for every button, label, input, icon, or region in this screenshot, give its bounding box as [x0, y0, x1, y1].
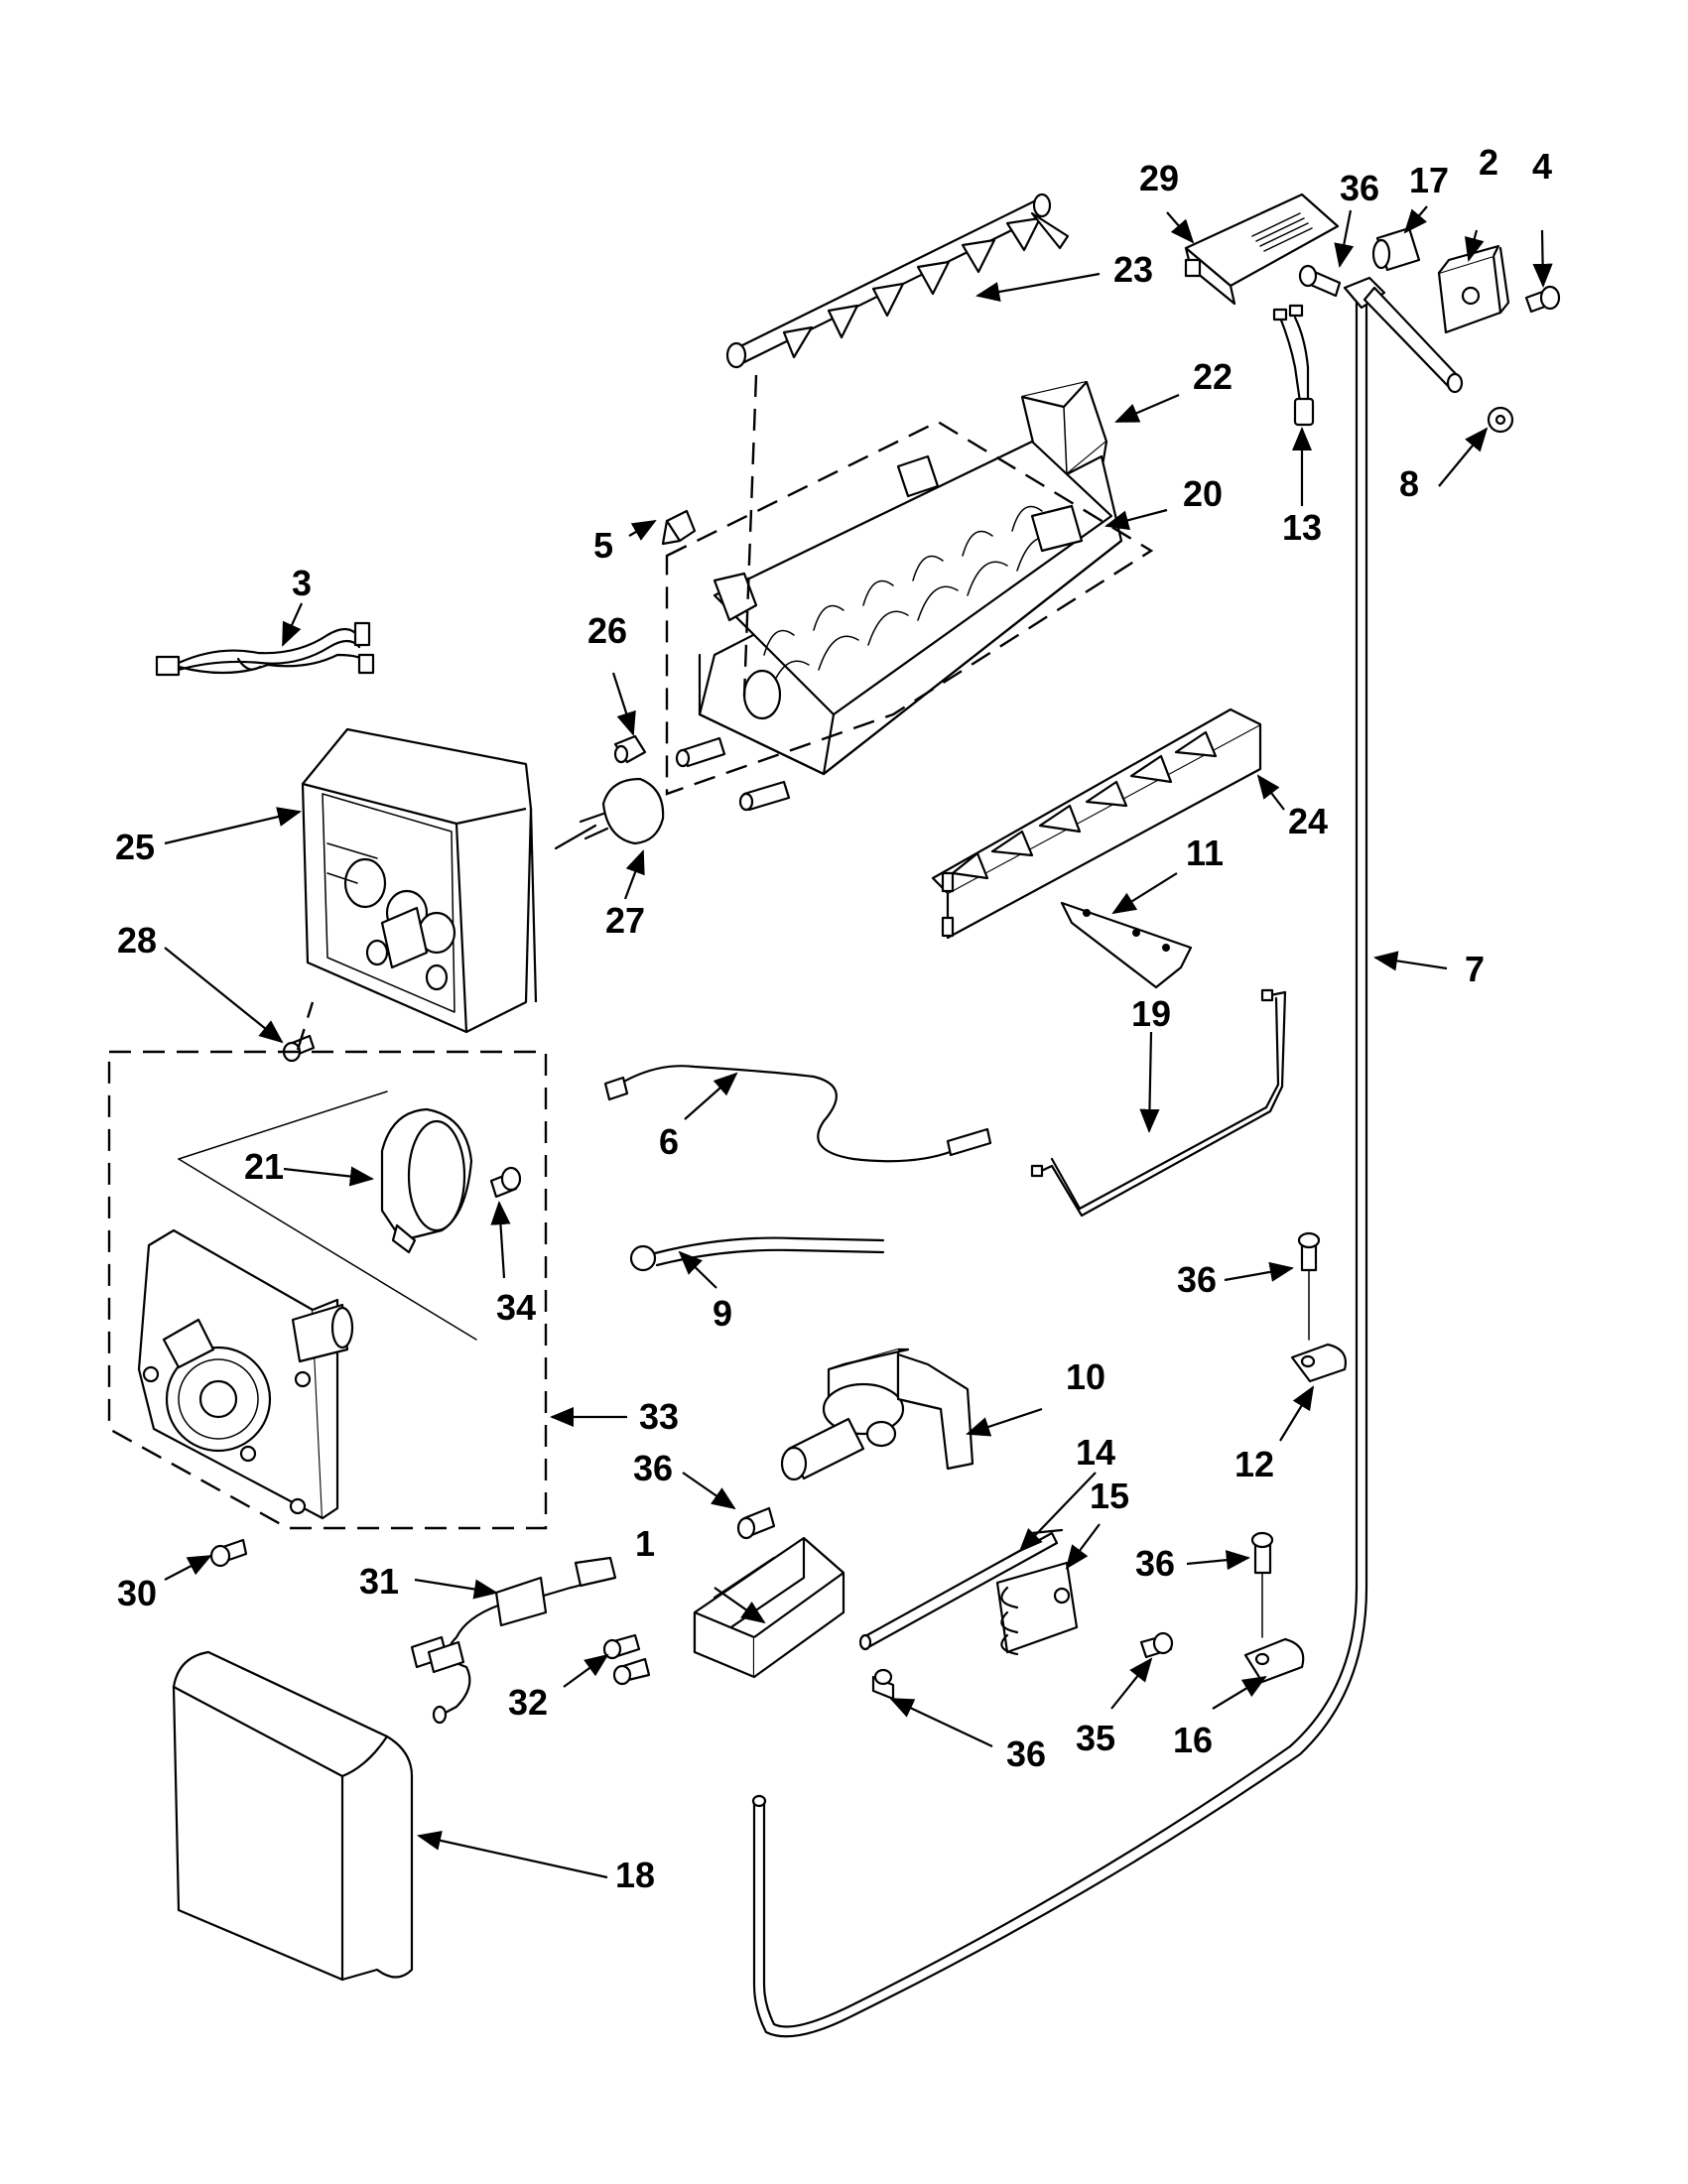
- screw-part-36-clamp-lower: [1250, 1531, 1274, 1638]
- callout-36-bracket: 36: [633, 1448, 673, 1488]
- screw-part-36-bracket: [736, 1506, 776, 1540]
- wire-harness-part-31: [410, 1556, 617, 1725]
- cover-part-18: [172, 1650, 414, 1982]
- callout-28: 28: [117, 920, 157, 961]
- callout-4: 4: [1532, 146, 1552, 187]
- callout-23: 23: [1113, 249, 1153, 290]
- callout-14: 14: [1076, 1432, 1115, 1473]
- callout-leaders: [164, 205, 1553, 1879]
- callout-36-clamp-upper: 36: [1177, 1259, 1217, 1300]
- callout-24: 24: [1288, 801, 1328, 841]
- callout-11: 11: [1186, 833, 1224, 873]
- clip-part-5: [661, 509, 697, 546]
- screw-part-34: [489, 1166, 522, 1199]
- callout-10: 10: [1066, 1356, 1105, 1397]
- water-tube-part-7: [751, 301, 1368, 2038]
- callout-5: 5: [593, 525, 613, 566]
- callout-9: 9: [713, 1293, 732, 1334]
- callout-2: 2: [1479, 142, 1498, 183]
- callout-16: 16: [1173, 1720, 1213, 1760]
- strip-part-14: [858, 1528, 1064, 1651]
- assembly-guide-lines: [107, 374, 1154, 1530]
- callout-35: 35: [1076, 1718, 1115, 1758]
- callout-12: 12: [1234, 1444, 1274, 1484]
- screw-part-36-strip: [871, 1668, 895, 1701]
- thermostat-part-27: [554, 777, 665, 850]
- callout-32: 32: [508, 1682, 548, 1723]
- screws-part-32: [602, 1633, 651, 1686]
- fitting-part-36-top: [1298, 264, 1464, 394]
- callout-27: 27: [605, 900, 645, 941]
- callout-30: 30: [117, 1573, 157, 1613]
- fill-tube-part-9: [629, 1236, 885, 1272]
- callout-36-clamp-lower: 36: [1135, 1543, 1175, 1584]
- bracket-part-15: [995, 1561, 1079, 1656]
- ejector-part-23: [725, 193, 1070, 369]
- callout-29: 29: [1139, 158, 1179, 198]
- motor-part-21: [380, 1107, 473, 1254]
- callout-18: 18: [615, 1855, 655, 1895]
- callout-20: 20: [1183, 473, 1223, 514]
- screw-part-4: [1524, 285, 1561, 314]
- cover-plate-part-29: [1184, 193, 1340, 306]
- callout-1: 1: [635, 1523, 655, 1564]
- callout-33: 33: [639, 1396, 679, 1437]
- grommet-part-17: [1371, 226, 1421, 272]
- gear-module-part-33: [137, 1228, 354, 1520]
- ice-mold-part-20: [675, 440, 1123, 812]
- washer-part-8: [1487, 406, 1514, 434]
- callout-36-strip: 36: [1006, 1734, 1046, 1774]
- callout-15: 15: [1090, 1476, 1129, 1516]
- water-valve-part-10: [780, 1348, 974, 1481]
- callout-6: 6: [659, 1121, 679, 1162]
- heater-part-6: [603, 1065, 992, 1163]
- callout-3: 3: [292, 563, 312, 603]
- screw-part-36-clamp-upper: [1297, 1231, 1321, 1341]
- callout-34: 34: [496, 1287, 536, 1328]
- screw-part-35: [1139, 1631, 1174, 1659]
- callout-26: 26: [587, 610, 627, 651]
- control-housing-part-25: [301, 727, 538, 1034]
- callout-8: 8: [1399, 463, 1419, 504]
- clamp-part-16: [1243, 1637, 1305, 1684]
- callout-13: 13: [1282, 507, 1322, 548]
- callout-numbers: 1 2 3 4 5 6 7 8 9 10 11 12 13 14 15 16 1…: [115, 142, 1552, 1895]
- clamp-block-part-2: [1437, 244, 1510, 334]
- clip-part-26: [613, 734, 647, 764]
- callout-22: 22: [1193, 356, 1233, 397]
- sensor-part-13: [1272, 304, 1315, 427]
- callout-31: 31: [359, 1561, 399, 1602]
- screw-part-30: [209, 1538, 248, 1568]
- bracket-part-11: [1060, 901, 1193, 989]
- clamp-part-12: [1290, 1343, 1347, 1383]
- stripper-part-24: [931, 707, 1262, 940]
- callout-25: 25: [115, 827, 155, 867]
- bracket-part-1: [693, 1536, 845, 1679]
- wire-harness-part-3: [155, 621, 375, 677]
- callout-7: 7: [1465, 949, 1485, 989]
- callout-36-top: 36: [1340, 168, 1379, 208]
- callout-21: 21: [244, 1146, 284, 1187]
- callout-17: 17: [1409, 160, 1449, 200]
- bail-arm-part-19: [1030, 988, 1287, 1218]
- callout-19: 19: [1131, 993, 1171, 1034]
